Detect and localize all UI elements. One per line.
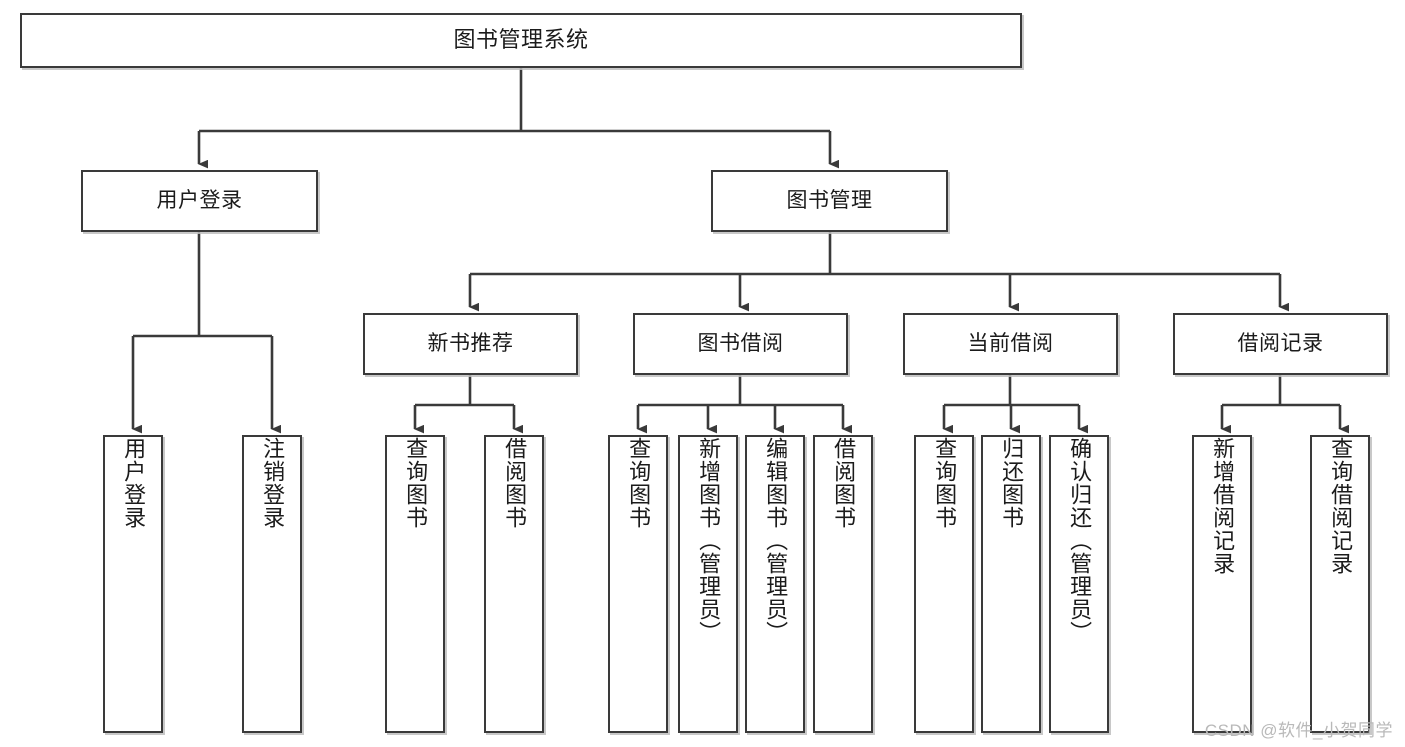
node-label: 查询图书 <box>626 437 652 529</box>
node-label: 借阅图书 <box>831 437 857 529</box>
leaf-logout[interactable]: 注销登录 <box>242 435 302 733</box>
node-new-book-recommendation[interactable]: 新书推荐 <box>363 313 578 375</box>
node-label: 用户登录 <box>121 437 147 529</box>
leaf-return-book[interactable]: 归还图书 <box>981 435 1041 733</box>
node-label: 编辑图书（管理员） <box>763 437 789 644</box>
leaf-query-books-borrow[interactable]: 查询图书 <box>608 435 668 733</box>
leaf-confirm-return-admin[interactable]: 确认归还（管理员） <box>1049 435 1109 733</box>
node-label: 新书推荐 <box>427 332 514 356</box>
csdn-watermark: CSDN @软件_小贺同学 <box>1204 721 1393 740</box>
leaf-edit-book-admin[interactable]: 编辑图书（管理员） <box>745 435 805 733</box>
node-user-login[interactable]: 用户登录 <box>81 170 318 232</box>
node-label: 查询图书 <box>403 437 429 529</box>
leaf-add-borrow-record[interactable]: 新增借阅记录 <box>1192 435 1252 733</box>
node-label: 借阅图书 <box>502 437 528 529</box>
leaf-query-borrow-record[interactable]: 查询借阅记录 <box>1310 435 1370 733</box>
leaf-query-books-newbook[interactable]: 查询图书 <box>385 435 445 733</box>
node-label: 图书管理 <box>786 189 873 213</box>
node-root-book-management-system[interactable]: 图书管理系统 <box>20 13 1022 68</box>
leaf-add-book-admin[interactable]: 新增图书（管理员） <box>678 435 738 733</box>
node-borrowing-records[interactable]: 借阅记录 <box>1173 313 1388 375</box>
node-label: 新增借阅记录 <box>1210 437 1236 575</box>
node-label: 查询图书 <box>932 437 958 529</box>
leaf-borrow-book[interactable]: 借阅图书 <box>813 435 873 733</box>
node-book-management[interactable]: 图书管理 <box>711 170 948 232</box>
leaf-query-books-current[interactable]: 查询图书 <box>914 435 974 733</box>
node-label: 图书借阅 <box>697 332 784 356</box>
node-label: 图书管理系统 <box>453 27 589 53</box>
node-label: 借阅记录 <box>1237 332 1324 356</box>
leaf-borrow-books-newbook[interactable]: 借阅图书 <box>484 435 544 733</box>
node-label: 注销登录 <box>260 437 286 529</box>
node-label: 当前借阅 <box>967 332 1054 356</box>
node-label: 查询借阅记录 <box>1328 437 1354 575</box>
node-label: 新增图书（管理员） <box>696 437 722 644</box>
node-current-borrowing[interactable]: 当前借阅 <box>903 313 1118 375</box>
leaf-user-login[interactable]: 用户登录 <box>103 435 163 733</box>
node-book-borrowing[interactable]: 图书借阅 <box>633 313 848 375</box>
node-label: 确认归还（管理员） <box>1067 437 1093 644</box>
node-label: 归还图书 <box>999 437 1025 529</box>
node-label: 用户登录 <box>156 189 243 213</box>
